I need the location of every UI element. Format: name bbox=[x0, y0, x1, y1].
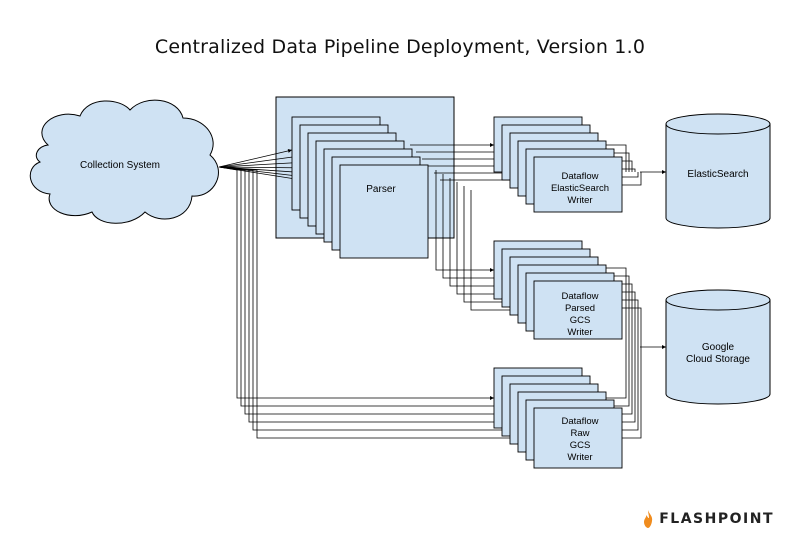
svg-text:Writer: Writer bbox=[567, 452, 592, 463]
collection-system-cloud[interactable]: Collection System bbox=[29, 99, 219, 224]
svg-text:Dataflow: Dataflow bbox=[562, 171, 599, 182]
connector-line bbox=[218, 148, 293, 168]
elasticsearch-database[interactable]: ElasticSearch bbox=[665, 113, 771, 229]
elasticsearch-writer-label: Dataflow ElasticSearch Writer bbox=[551, 171, 609, 206]
parsed-gcs-writer-stack[interactable] bbox=[493, 240, 623, 340]
svg-text:Parsed: Parsed bbox=[565, 303, 595, 314]
svg-text:ElasticSearch: ElasticSearch bbox=[551, 183, 609, 194]
elasticsearch-label: ElasticSearch bbox=[687, 169, 748, 180]
parsed-gcs-writer-label: Dataflow Parsed GCS Writer bbox=[562, 291, 599, 338]
connector-line bbox=[622, 172, 642, 186]
diagram-title: Centralized Data Pipeline Deployment, Ve… bbox=[154, 36, 646, 58]
svg-text:Dataflow: Dataflow bbox=[562, 291, 599, 302]
connector-line bbox=[435, 170, 494, 272]
connector-line bbox=[218, 166, 534, 440]
raw-gcs-writer-label: Dataflow Raw GCS Writer bbox=[562, 416, 599, 463]
gcs-label-line2: Cloud Storage bbox=[686, 354, 750, 365]
connector-line bbox=[622, 347, 642, 439]
gcs-label-line1: Google bbox=[702, 342, 735, 353]
svg-text:Raw: Raw bbox=[570, 428, 589, 439]
es-writer-instance bbox=[533, 156, 623, 213]
google-cloud-storage-database[interactable]: Google Cloud Storage bbox=[665, 289, 771, 405]
raw-gcs-writer-stack[interactable] bbox=[493, 367, 623, 469]
connector-line bbox=[442, 174, 502, 280]
brand-wordmark: FLASHPOINT bbox=[659, 511, 774, 527]
parser-label: Parser bbox=[366, 184, 396, 195]
connector-line bbox=[449, 178, 510, 288]
connector-line bbox=[218, 154, 301, 168]
svg-text:Dataflow: Dataflow bbox=[562, 416, 599, 427]
parser-stack[interactable] bbox=[291, 116, 429, 259]
parsed-gcs-writer-instance bbox=[533, 280, 623, 340]
svg-text:GCS: GCS bbox=[570, 315, 591, 326]
connector-line bbox=[622, 307, 642, 347]
flame-icon bbox=[644, 510, 653, 528]
svg-text:Writer: Writer bbox=[567, 327, 592, 338]
elasticsearch-writer-stack[interactable] bbox=[493, 116, 623, 213]
raw-gcs-writer-instance bbox=[533, 407, 623, 469]
svg-text:Writer: Writer bbox=[567, 195, 592, 206]
collection-system-label: Collection System bbox=[80, 160, 160, 171]
svg-text:GCS: GCS bbox=[570, 440, 591, 451]
flashpoint-logo: FLASHPOINT bbox=[643, 508, 774, 530]
parser-instance bbox=[339, 164, 429, 259]
